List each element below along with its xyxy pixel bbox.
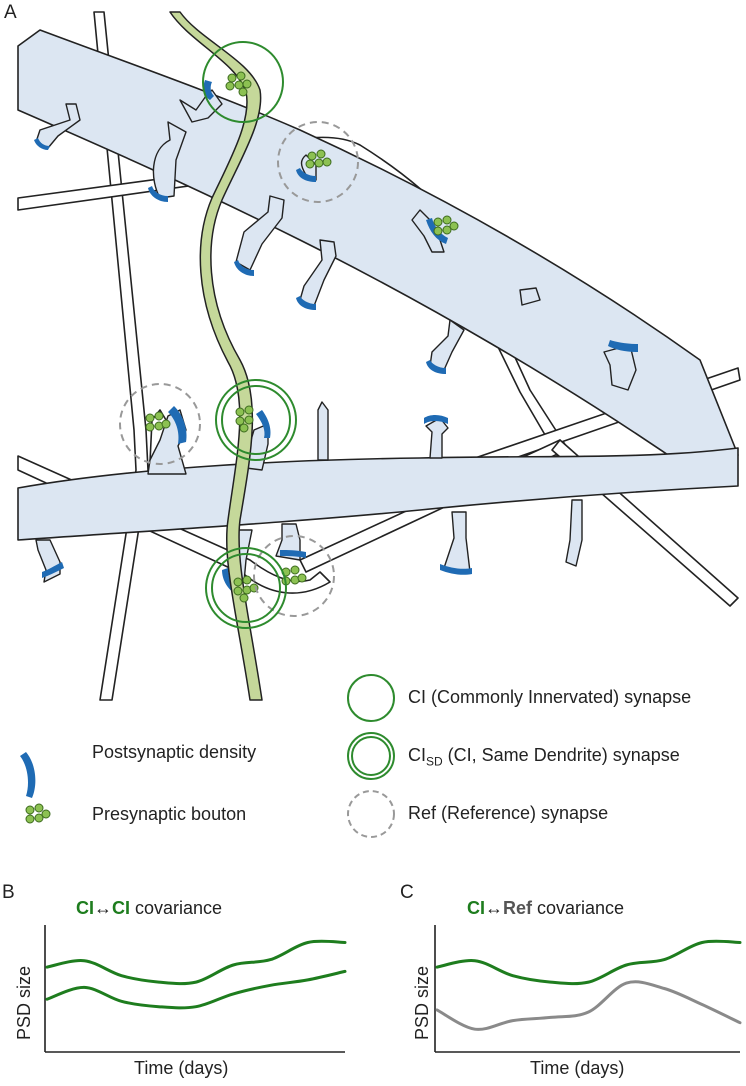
cisd-ring-bottom — [205, 547, 287, 629]
legend-ci-label: CI (Commonly Innervated) synapse — [408, 687, 692, 707]
chart-b-title-part1: CI — [76, 898, 94, 918]
spine-8 — [429, 319, 465, 371]
green-axon — [169, 11, 263, 701]
chart-b-ylabel: PSD size — [14, 965, 34, 1040]
psd-group — [34, 80, 638, 594]
bouton-ref-left — [145, 411, 171, 432]
legend-cisd-rest: (CI, Same Dendrite) synapse — [442, 745, 680, 765]
ref-ring-top — [277, 121, 359, 203]
psd-5 — [296, 296, 316, 310]
bouton-right — [433, 215, 459, 236]
legend-cisd-main: CI — [408, 745, 426, 765]
chart-c-title-part1: CI — [467, 898, 485, 918]
chart-b-title: CI↔CI covariance — [76, 898, 222, 919]
legend-symbols — [20, 674, 395, 838]
chart-c-title-arrow: ↔ — [485, 898, 503, 918]
psd-9 — [608, 340, 638, 352]
spine-2 — [152, 121, 187, 199]
spine-9 — [519, 287, 541, 306]
psd-13 — [42, 562, 64, 578]
legend-cisd-label: CISD (CI, Same Dendrite) synapse — [408, 745, 680, 769]
panel-letter-a: A — [4, 2, 17, 23]
psd-16 — [440, 564, 472, 575]
ref-ring-bottom — [253, 535, 335, 617]
psd-3 — [203, 80, 214, 100]
chart-b-title-part2: CI — [112, 898, 130, 918]
chart-c-title: CI↔Ref covariance — [467, 898, 624, 919]
psd-12 — [424, 415, 448, 424]
chart-b-title-arrow: ↔ — [94, 898, 112, 918]
chart-b-title-part3: covariance — [130, 898, 223, 918]
chart-c-series-0 — [435, 939, 742, 986]
chart-b-series-1 — [45, 969, 347, 1010]
ref-ring-left — [119, 383, 201, 465]
legend-ref-icon — [347, 790, 395, 838]
psd-11 — [256, 410, 271, 438]
legend-ci-icon — [347, 674, 395, 722]
spine-14 — [425, 417, 449, 459]
legend-bouton-icon — [25, 803, 51, 824]
chart-c-xlabel: Time (days) — [530, 1058, 625, 1078]
panel-letter-b: B — [2, 882, 15, 903]
psd-2 — [148, 186, 168, 202]
panel-letter-c: C — [400, 882, 414, 903]
bouton-ref-top — [305, 149, 332, 169]
bouton-ci-top — [225, 71, 252, 97]
spine-15 — [35, 539, 61, 583]
chart-b-xlabel: Time (days) — [134, 1058, 229, 1078]
spine-11 — [147, 409, 187, 475]
legend-bouton-label: Presynaptic bouton — [92, 804, 247, 824]
axon-lower-left — [17, 455, 331, 594]
psd-10 — [168, 406, 187, 444]
cisd-ring-mid — [215, 379, 297, 461]
psd-6 — [296, 168, 316, 182]
spine-18 — [443, 511, 471, 573]
chart-c-title-part3: covariance — [532, 898, 625, 918]
chart-c — [434, 925, 742, 1053]
chart-c-title-part2: Ref — [503, 898, 533, 918]
bouton-cisd-mid — [235, 405, 254, 433]
spine-19 — [565, 499, 583, 567]
psd-4 — [234, 260, 254, 276]
bouton-cisd-bottom — [233, 575, 259, 603]
legend-cisd-sub: SD — [426, 754, 443, 769]
synapse-rings — [119, 41, 359, 629]
chart-c-series-1 — [435, 980, 742, 1031]
chart-b-series-0 — [45, 939, 347, 986]
legend-cisd-icon — [347, 732, 395, 780]
chart-b — [44, 925, 347, 1053]
psd-8 — [426, 360, 446, 374]
ci-ring-top — [202, 41, 284, 123]
psd-15 — [280, 550, 306, 558]
legend-psd-icon — [20, 752, 36, 798]
spine-13 — [317, 401, 329, 461]
psd-1 — [34, 138, 50, 150]
legend-psd-label: Postsynaptic density — [92, 742, 257, 762]
legend-ref-label: Ref (Reference) synapse — [408, 803, 609, 823]
chart-c-ylabel: PSD size — [412, 965, 432, 1040]
